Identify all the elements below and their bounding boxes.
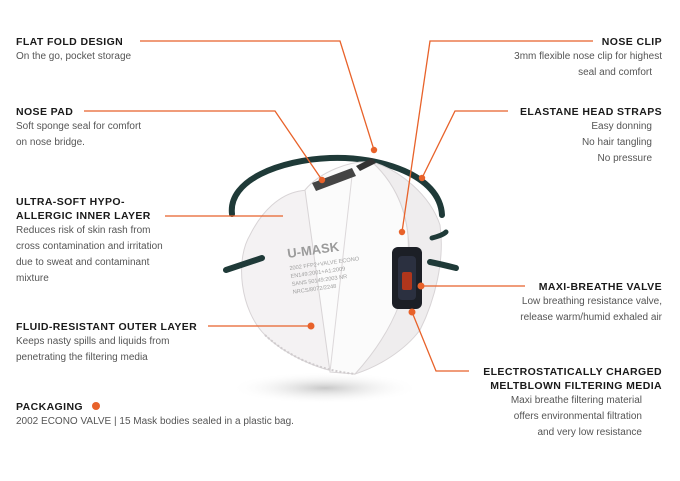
callout-inner-layer: ULTRA-SOFT HYPO- ALLERGIC INNER LAYER Re… [16, 195, 163, 287]
callout-packaging: PACKAGING 2002 ECONO VALVE | 15 Mask bod… [16, 400, 294, 430]
dot-flat-fold [370, 146, 378, 154]
callout-title: MELTBLOWN FILTERING MEDIA [490, 380, 662, 392]
callout-desc: No pressure [597, 153, 652, 164]
callout-title: MAXI-BREATHE VALVE [538, 281, 662, 293]
callout-desc: 2002 ECONO VALVE | 15 Mask bodies sealed… [16, 416, 294, 427]
callout-title: ELECTROSTATICALLY CHARGED [483, 366, 662, 378]
exhalation-valve [392, 247, 422, 309]
callout-desc: and very low resistance [537, 427, 643, 438]
nose-clip [356, 158, 376, 171]
leader-nose-clip [401, 40, 593, 233]
callout-title: ULTRA-SOFT HYPO- [16, 196, 125, 208]
callout-desc: due to sweat and contaminant [16, 257, 150, 268]
callout-desc: On the go, pocket storage [16, 51, 132, 62]
callout-head-straps: ELASTANE HEAD STRAPS Easy donning No hai… [520, 105, 662, 167]
callout-title: NOSE PAD [16, 106, 74, 118]
callout-nose-pad: NOSE PAD Soft sponge seal for comfort on… [16, 105, 141, 151]
dot-filter-media [408, 308, 416, 316]
dot-head-straps [418, 174, 426, 182]
head-strap-right-upper [429, 229, 449, 241]
callout-desc: Keeps nasty spills and liquids from [16, 336, 170, 347]
callout-title: FLAT FOLD DESIGN [16, 36, 124, 48]
head-strap-left [223, 255, 265, 273]
callout-desc: Low breathing resistance valve, [521, 296, 662, 307]
callout-desc: No hair tangling [581, 137, 652, 148]
callout-filter-media: ELECTROSTATICALLY CHARGED MELTBLOWN FILT… [483, 365, 662, 441]
callout-title: ALLERGIC INNER LAYER [16, 210, 151, 222]
dot-valve [417, 282, 425, 290]
callout-flat-fold: FLAT FOLD DESIGN On the go, pocket stora… [16, 35, 131, 65]
leader-filter-media [411, 311, 469, 372]
leader-head-straps [421, 110, 508, 179]
callout-desc: Easy donning [591, 121, 652, 132]
mask-shadow [230, 372, 420, 404]
mask-brand: U-MASK [286, 239, 340, 261]
callout-desc: Reduces risk of skin rash from [16, 225, 151, 236]
callout-title: FLUID-RESISTANT OUTER LAYER [16, 321, 198, 333]
leader-flat-fold [140, 40, 375, 151]
head-strap-right-lower [427, 259, 459, 271]
callout-desc: offers environmental filtration [513, 411, 642, 422]
callout-outer-layer: FLUID-RESISTANT OUTER LAYER Keeps nasty … [16, 320, 197, 366]
callout-desc: mixture [16, 273, 49, 284]
callout-desc: on nose bridge. [16, 137, 85, 148]
dot-nose-pad [318, 176, 326, 184]
head-strap-back [228, 154, 445, 218]
callout-title: ELASTANE HEAD STRAPS [520, 106, 662, 118]
callout-desc: penetrating the filtering media [16, 352, 148, 363]
callout-desc: cross contamination and irritation [16, 241, 163, 252]
dot-nose-clip [398, 228, 406, 236]
callout-title: NOSE CLIP [601, 36, 662, 48]
leader-dots [92, 146, 426, 410]
callout-desc: seal and comfort [578, 67, 652, 78]
callout-valve: MAXI-BREATHE VALVE Low breathing resista… [520, 280, 662, 326]
callout-desc: 3mm flexible nose clip for highest [514, 51, 662, 62]
callout-desc: release warm/humid exhaled air [520, 312, 662, 323]
leader-nose-pad [84, 110, 323, 181]
callout-desc: Maxi breathe filtering material [510, 395, 642, 406]
dot-outer-layer [307, 322, 315, 330]
dot-packaging [92, 402, 100, 410]
nose-pad [312, 168, 356, 191]
callout-nose-clip: NOSE CLIP 3mm flexible nose clip for hig… [514, 35, 662, 81]
callout-title: PACKAGING [16, 401, 83, 413]
leader-lines [84, 40, 593, 372]
callout-desc: Soft sponge seal for comfort [16, 121, 142, 132]
